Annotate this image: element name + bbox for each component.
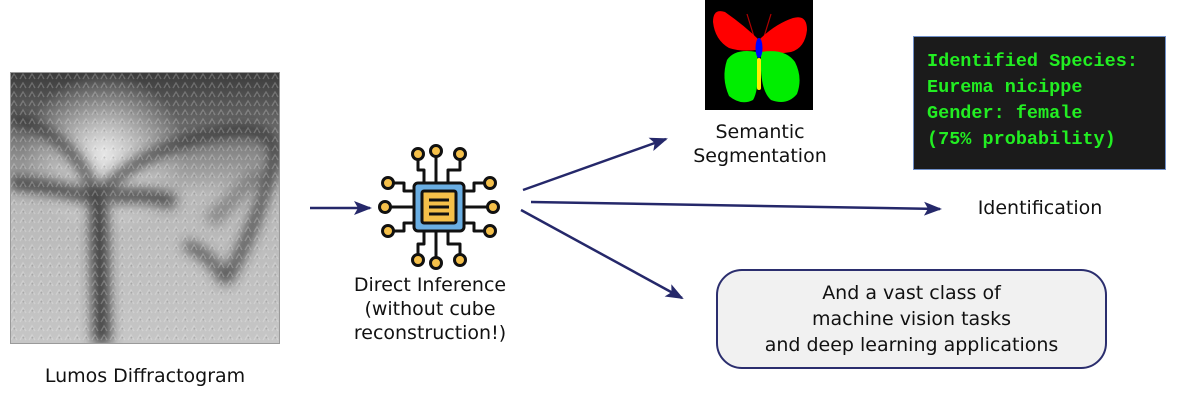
identification-label: Identification: [977, 197, 1103, 219]
abdomen: [757, 58, 761, 90]
console-line-species-title: Identified Species:: [927, 51, 1138, 72]
diffractogram-label: Lumos Diffractogram: [44, 365, 246, 387]
identification-console: Identified Species: Eurema nicippe Gende…: [913, 36, 1166, 170]
chip-icon: [378, 144, 500, 270]
console-line-gender: Gender: female: [927, 103, 1083, 124]
applications-line-1: And a vast class of: [822, 282, 1001, 304]
identification-arrow: [530, 200, 942, 216]
direct-inference-line-3: reconstruction!): [353, 322, 507, 344]
applications-line-2: machine vision tasks: [812, 308, 1011, 330]
segmentation-arrow: [522, 137, 668, 192]
applications-box: And a vast class of machine vision tasks…: [716, 269, 1107, 369]
segmentation-label: Semantic Segmentation: [660, 120, 860, 168]
hindwing-left: [724, 51, 758, 103]
diffractogram-graphic: [10, 72, 280, 344]
direct-inference-line-1: Direct Inference: [353, 274, 507, 296]
applications-line-3: and deep learning applications: [764, 334, 1059, 356]
hindwing-right: [761, 51, 800, 102]
direct-inference-line-2: (without cube: [364, 298, 496, 320]
console-line-species: Eurema nicippe: [927, 77, 1083, 98]
forewing-right: [759, 17, 807, 54]
console-line-probability: (75% probability): [927, 129, 1116, 150]
segmentation-line-1: Semantic: [715, 121, 805, 143]
segmentation-butterfly: [705, 0, 813, 110]
diffractogram-image: [10, 72, 280, 344]
applications-arrow: [520, 208, 684, 300]
forewing-left: [713, 11, 759, 51]
segmentation-line-2: Segmentation: [693, 145, 827, 167]
segmentation-image: [705, 0, 813, 110]
thorax: [755, 38, 763, 58]
direct-inference-label: Direct Inference (without cube reconstru…: [330, 273, 530, 345]
